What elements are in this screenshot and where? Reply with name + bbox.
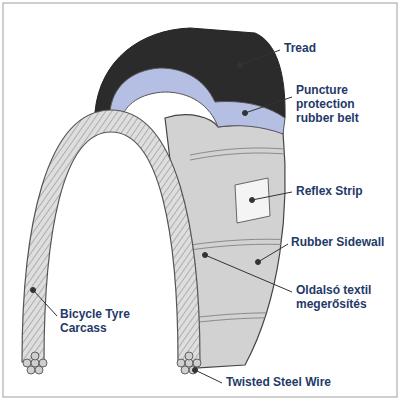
part-label: Tread	[284, 42, 344, 56]
label-anchor: Tread	[284, 42, 344, 56]
label-anchor: Rubber Sidewall	[291, 236, 395, 250]
part-label: Reflex Strip	[296, 185, 394, 199]
part-label: Bicycle Tyre Carcass	[60, 308, 144, 336]
leader-lines	[31, 50, 293, 383]
label-anchor: Twisted Steel Wire	[226, 376, 356, 390]
label-anchor: Oldalsó textil megerősítés	[296, 284, 394, 312]
steel-wire-beads	[23, 352, 201, 374]
carcass	[22, 110, 200, 362]
sidewall-ridges	[190, 148, 295, 323]
part-label: Twisted Steel Wire	[226, 376, 356, 390]
frame	[3, 3, 397, 397]
label-anchor: Puncture protection rubber belt	[296, 84, 380, 125]
label-anchor: Reflex Strip	[296, 185, 394, 199]
label-anchor: Bicycle Tyre Carcass	[60, 308, 144, 336]
reflex-strip	[235, 178, 270, 223]
part-label: Puncture protection rubber belt	[296, 84, 380, 125]
part-label: Oldalsó textil megerősítés	[296, 284, 394, 312]
part-label: Rubber Sidewall	[291, 236, 395, 250]
